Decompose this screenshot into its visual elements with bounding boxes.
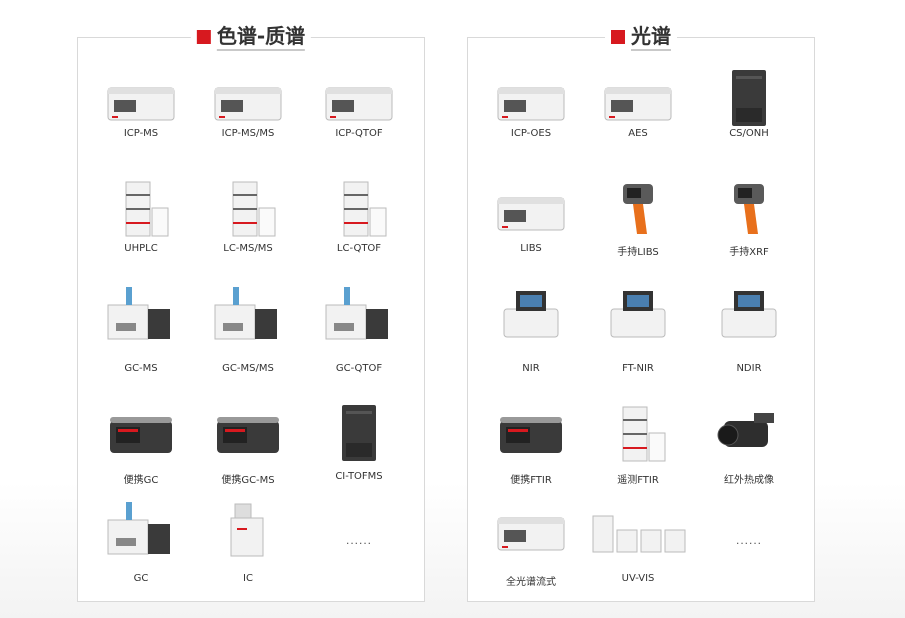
product-label: 便携GC-MS — [221, 475, 275, 486]
product-item[interactable]: 便携GC — [86, 403, 196, 486]
instrument-icon — [86, 283, 196, 343]
instrument-icon — [583, 68, 693, 128]
product-label: IC — [243, 573, 253, 584]
panel-header: 色谱-质谱 — [190, 22, 312, 52]
product-label: FT-NIR — [622, 363, 654, 374]
more-ellipsis[interactable]: ...... — [735, 533, 762, 547]
instrument-icon — [694, 68, 804, 128]
product-label: LC-QTOF — [336, 243, 382, 254]
instrument-icon — [583, 283, 693, 343]
product-item[interactable]: LIBS — [476, 178, 586, 254]
instrument-icon — [476, 68, 586, 128]
panel-chromatography-mass-spectrometry: 色谱-质谱 ICP-MS ICP-MS/MS ICP-QTOF UHPLC LC… — [77, 22, 425, 602]
instrument-icon — [583, 403, 693, 463]
product-label: GC-MS/MS — [222, 363, 274, 374]
product-item[interactable]: LC-MS/MS — [193, 178, 303, 254]
instrument-icon — [193, 403, 303, 463]
product-label: ICP-MS — [123, 128, 159, 139]
product-item[interactable]: CS/ONH — [694, 68, 804, 139]
instrument-icon — [193, 498, 303, 558]
product-label: 便携FTIR — [510, 475, 552, 486]
product-label: LC-MS/MS — [223, 243, 273, 254]
product-label: AES — [628, 128, 648, 139]
product-item[interactable]: CI-TOFMS — [304, 403, 414, 482]
product-label: 便携GC — [123, 475, 159, 486]
panel-title: 色谱-质谱 — [216, 24, 306, 51]
instrument-icon — [304, 178, 414, 238]
product-item[interactable]: LC-QTOF — [304, 178, 414, 254]
product-item[interactable]: ICP-QTOF — [304, 68, 414, 139]
instrument-icon — [86, 178, 196, 238]
instrument-icon — [694, 403, 804, 463]
instrument-icon — [304, 403, 414, 463]
product-item[interactable]: 便携FTIR — [476, 403, 586, 486]
product-label: NIR — [522, 363, 540, 374]
product-item[interactable]: ICP-OES — [476, 68, 586, 139]
product-item[interactable]: AES — [583, 68, 693, 139]
product-item[interactable]: 手持XRF — [694, 178, 804, 258]
instrument-icon — [476, 178, 586, 238]
instrument-icon — [583, 498, 693, 558]
product-item[interactable]: UHPLC — [86, 178, 196, 254]
product-item[interactable]: ICP-MS — [86, 68, 196, 139]
product-item[interactable]: 红外热成像 — [694, 403, 804, 486]
product-item[interactable]: GC — [86, 498, 196, 584]
product-label: 手持LIBS — [617, 247, 659, 258]
instrument-icon — [304, 283, 414, 343]
product-item[interactable]: 手持LIBS — [583, 178, 693, 258]
product-label: NDIR — [736, 363, 762, 374]
product-label: GC-MS — [124, 363, 158, 374]
instrument-icon — [476, 283, 586, 343]
panel-spectroscopy: 光谱 ICP-OES AES CS/ONH LIBS 手持LIBS 手持XRF … — [467, 22, 815, 602]
instrument-icon — [86, 403, 196, 463]
instrument-icon — [193, 178, 303, 238]
product-label: GC-QTOF — [335, 363, 383, 374]
red-square-icon — [611, 30, 625, 44]
product-item[interactable]: NIR — [476, 283, 586, 374]
product-label: ICP-OES — [510, 128, 552, 139]
instrument-icon — [694, 283, 804, 343]
product-item[interactable]: NDIR — [694, 283, 804, 374]
product-label: CI-TOFMS — [335, 471, 383, 482]
instrument-icon — [304, 68, 414, 128]
product-item[interactable]: FT-NIR — [583, 283, 693, 374]
product-item[interactable]: 遥测FTIR — [583, 403, 693, 486]
product-label: GC — [133, 573, 149, 584]
product-label: UV-VIS — [621, 573, 655, 584]
product-label: 红外热成像 — [724, 475, 774, 486]
red-square-icon — [196, 30, 211, 44]
instrument-icon — [476, 403, 586, 463]
more-ellipsis[interactable]: ...... — [345, 533, 372, 547]
product-item[interactable]: 便携GC-MS — [193, 403, 303, 486]
instrument-icon — [193, 283, 303, 343]
product-label: UHPLC — [124, 243, 158, 254]
product-label: LIBS — [520, 243, 542, 254]
instrument-icon — [193, 68, 303, 128]
product-item[interactable]: GC-MS — [86, 283, 196, 374]
product-item[interactable]: GC-MS/MS — [193, 283, 303, 374]
panel-title: 光谱 — [631, 24, 671, 51]
product-label: 全光谱流式 — [506, 577, 556, 588]
product-label: ICP-QTOF — [335, 128, 383, 139]
instrument-icon — [476, 498, 586, 558]
product-item[interactable]: ICP-MS/MS — [193, 68, 303, 139]
instrument-icon — [694, 178, 804, 238]
product-item[interactable]: 全光谱流式 — [476, 498, 586, 588]
instrument-icon — [86, 68, 196, 128]
product-item[interactable]: UV-VIS — [583, 498, 693, 584]
product-item[interactable]: GC-QTOF — [304, 283, 414, 374]
product-item[interactable]: IC — [193, 498, 303, 584]
product-label: CS/ONH — [729, 128, 769, 139]
product-label: 遥测FTIR — [617, 475, 659, 486]
product-label: 手持XRF — [729, 247, 769, 258]
product-label: ICP-MS/MS — [221, 128, 275, 139]
panel-header: 光谱 — [605, 22, 677, 52]
instrument-icon — [583, 178, 693, 238]
instrument-icon — [86, 498, 196, 558]
